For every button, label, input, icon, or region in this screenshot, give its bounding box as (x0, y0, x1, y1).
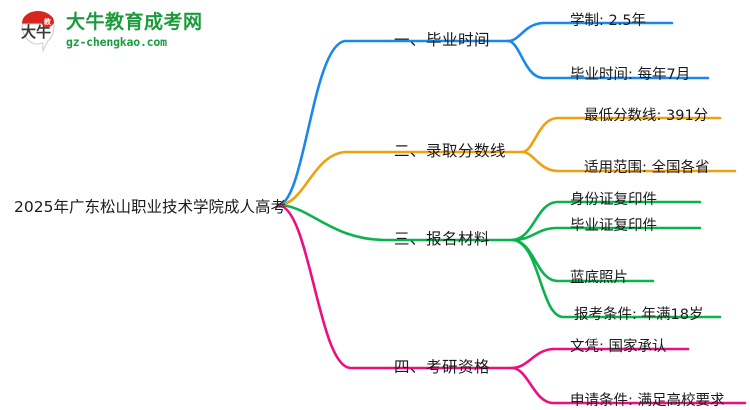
leaf-admission-score-2[interactable]: 适用范围: 全国各省 (584, 160, 710, 176)
branch-label-application-materials[interactable]: 三、报名材料 (394, 230, 491, 248)
leaf-application-materials-2[interactable]: 毕业证复印件 (570, 218, 657, 234)
branch-label-graduation-time[interactable]: 一、毕业时间 (394, 31, 491, 49)
wire-root-to-branch-4 (276, 203, 388, 370)
leaf-graduation-time-2[interactable]: 毕业时间: 每年7月 (570, 67, 691, 83)
mindmap-root-node[interactable]: 2025年广东松山职业技术学院成人高考 (14, 193, 286, 219)
leaf-application-materials-1[interactable]: 身份证复印件 (570, 192, 657, 208)
branch-label-admission-score[interactable]: 二、录取分数线 (394, 142, 507, 160)
leaf-application-materials-4[interactable]: 报考条件: 年满18岁 (574, 307, 704, 323)
root-node-label: 2025年广东松山职业技术学院成人高考 (14, 198, 286, 216)
leaf-postgraduate-eligibility-1[interactable]: 文凭: 国家承认 (570, 339, 667, 355)
svg-text:教: 教 (43, 17, 52, 26)
leaf-graduation-time-1[interactable]: 学制: 2.5年 (570, 13, 647, 29)
leaf-application-materials-3[interactable]: 蓝底照片 (570, 270, 628, 286)
svg-text:大牛: 大牛 (21, 23, 51, 41)
leaf-postgraduate-eligibility-2[interactable]: 申请条件: 满足高校要求 (570, 393, 725, 409)
wire-root-to-branch-2 (276, 150, 388, 207)
wire-root-to-branch-1 (276, 39, 388, 207)
logo-brand-name: 大牛教育成考网 (66, 11, 203, 33)
branch-label-postgraduate-eligibility[interactable]: 四、考研资格 (394, 358, 491, 376)
site-logo: 大牛 教 大牛教育成考网 gz-chengkao.com (14, 8, 204, 56)
wire-root-to-branch-3 (276, 203, 388, 242)
logo-brand-url: gz-chengkao.com (66, 35, 167, 49)
leaf-admission-score-1[interactable]: 最低分数线: 391分 (584, 108, 709, 124)
logo-text-block: 大牛教育成考网 gz-chengkao.com (66, 11, 206, 50)
daniu-speech-bubble-logo-icon: 大牛 教 (14, 10, 60, 54)
